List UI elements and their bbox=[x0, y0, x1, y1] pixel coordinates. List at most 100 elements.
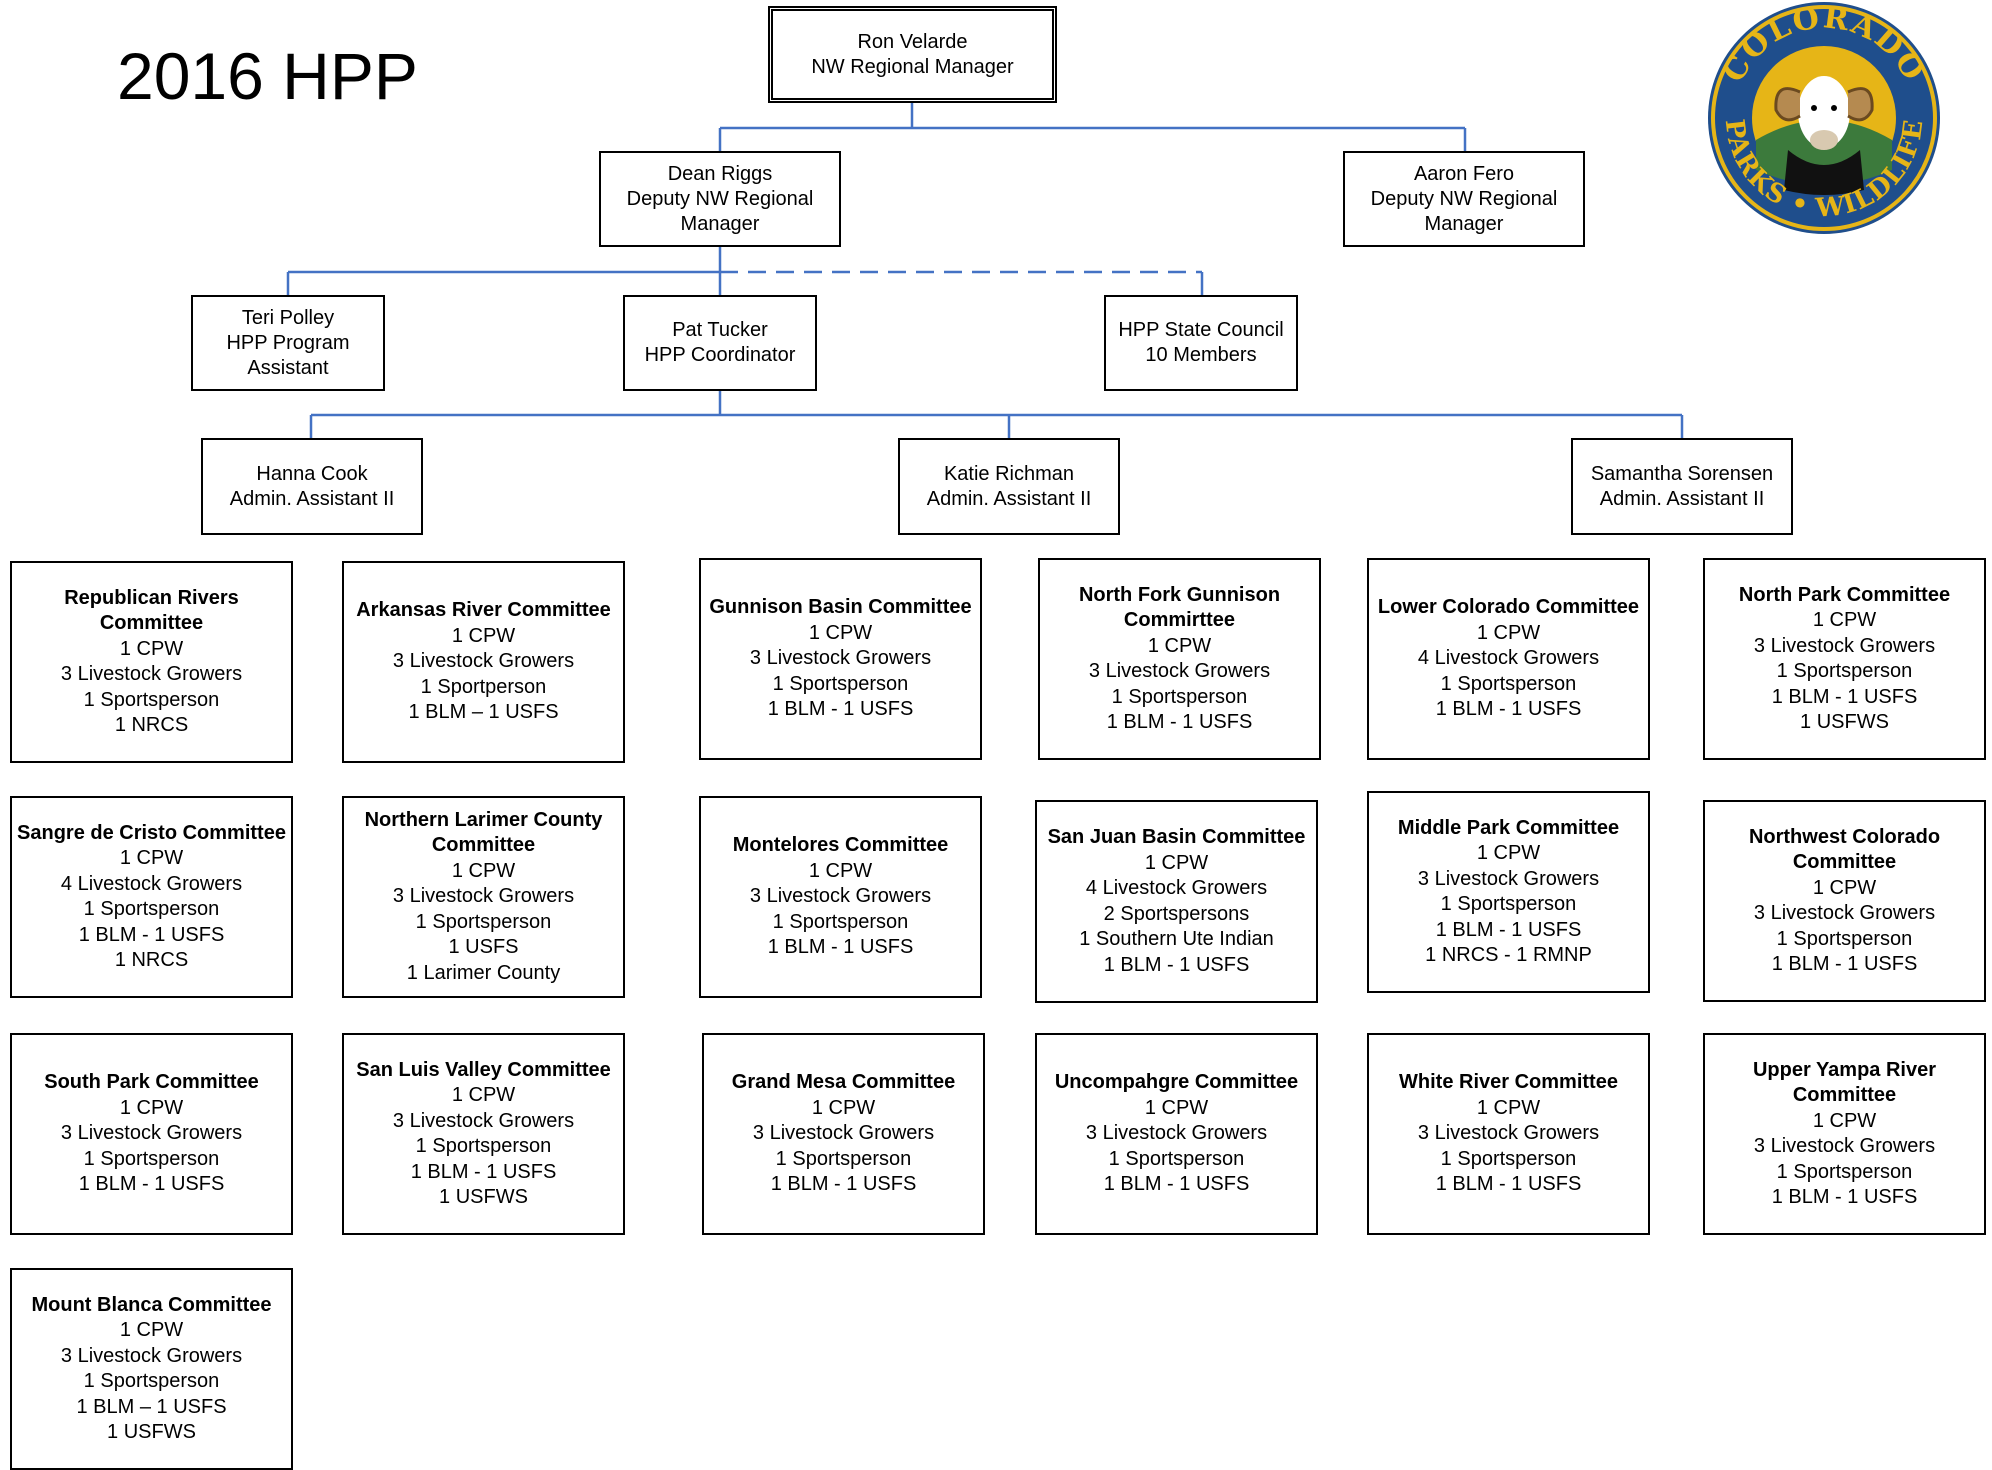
committee-name: Mount Blanca Committee bbox=[31, 1293, 272, 1316]
committee-member: 1 CPW bbox=[1812, 876, 1877, 899]
node-title: HPP Program bbox=[226, 331, 350, 354]
committee-member: 1 BLM - 1 USFS bbox=[770, 1173, 917, 1196]
node-title: Manager bbox=[1424, 212, 1504, 235]
node-name: Samantha Sorensen bbox=[1590, 462, 1774, 485]
committee-member: 1 CPW bbox=[1144, 851, 1209, 874]
node-name: Teri Polley bbox=[241, 306, 335, 329]
node-title: Deputy NW Regional bbox=[1370, 187, 1558, 210]
committee-name: Uncompahgre Committee bbox=[1054, 1071, 1299, 1094]
committee-member: 1 USFWS bbox=[107, 1421, 196, 1443]
committee-member: 1 BLM - 1 USFS bbox=[767, 936, 914, 959]
committee-member: 1 Sportsperson bbox=[1111, 685, 1248, 708]
committee-name: Grand Mesa Committee bbox=[731, 1071, 956, 1094]
committee-member: 3 Livestock Growers bbox=[1753, 902, 1936, 924]
colorado-parks-wildlife-logo: COLORADO PARKS • WILDLIFE bbox=[1708, 0, 1940, 234]
committee-member: 1 CPW bbox=[119, 637, 184, 660]
committee-member: 1 Sportperson bbox=[420, 675, 547, 698]
committee-member: 1 Sportsperson bbox=[83, 688, 220, 711]
committee-name: San Luis Valley Committee bbox=[356, 1058, 611, 1081]
committee-member: 1 CPW bbox=[1147, 634, 1212, 657]
committee-member: 3 Livestock Growers bbox=[749, 885, 932, 908]
node-name: Ron Velarde bbox=[857, 30, 968, 53]
committee-member: 1 BLM - 1 USFS bbox=[78, 1173, 225, 1196]
committee-box: San Luis Valley Committee 1 CPW 3 Livestoc… bbox=[342, 1033, 625, 1235]
committee-member: 3 Livestock Growers bbox=[1417, 867, 1600, 890]
committee-member: 1 CPW bbox=[1476, 621, 1541, 644]
committee-member: 1 CPW bbox=[1812, 609, 1877, 631]
committee-member: 1 BLM - 1 USFS bbox=[1771, 953, 1918, 975]
committee-member: 1 CPW bbox=[119, 1319, 184, 1341]
committee-member: 1 Sportsperson bbox=[772, 672, 909, 695]
committee-member: 3 Livestock Growers bbox=[752, 1122, 935, 1145]
committee-member: 1 CPW bbox=[1144, 1096, 1209, 1119]
committee-member: 1 Sportsperson bbox=[1776, 927, 1913, 950]
committee-name: Upper Yampa River Committee bbox=[1752, 1058, 1937, 1107]
committee-name: Northern Larimer County Committee bbox=[364, 808, 603, 857]
committee-member: 3 Livestock Growers bbox=[60, 1344, 243, 1367]
committee-member: 1 CPW bbox=[1812, 1109, 1877, 1132]
committee-member: 1 BLM - 1 USFS bbox=[1106, 711, 1253, 733]
committee-member: 4 Livestock Growers bbox=[60, 872, 243, 895]
committee-member: 1 BLM - 1 USFS bbox=[410, 1160, 557, 1183]
committee-member: 1 BLM - 1 USFS bbox=[1435, 918, 1582, 941]
committee-name: Middle Park Committee bbox=[1397, 816, 1620, 839]
committee-member: 1 Larimer County bbox=[406, 961, 561, 984]
committee-member: 3 Livestock Growers bbox=[60, 1122, 243, 1145]
committee-member: 1 USFS bbox=[448, 936, 519, 959]
committee-member: 1 BLM – 1 USFS bbox=[408, 701, 559, 724]
committee-member: 1 CPW bbox=[451, 1084, 516, 1106]
node-title: Assistant bbox=[247, 356, 329, 379]
committee-member: 1 Sportsperson bbox=[1440, 893, 1577, 915]
committee-member: 1 Sportsperson bbox=[1108, 1147, 1245, 1170]
committee-member: 1 CPW bbox=[811, 1096, 876, 1119]
committee-name: North Fork Gunnison Commirttee bbox=[1078, 583, 1281, 632]
committee-member: 1 NRCS bbox=[114, 949, 189, 971]
committee-member: 1 BLM - 1 USFS bbox=[78, 923, 225, 946]
node-name: Pat Tucker bbox=[672, 319, 768, 341]
node-name: Katie Richman bbox=[943, 462, 1075, 485]
node-title: Admin. Assistant II bbox=[1599, 487, 1765, 510]
committee-member: 1 CPW bbox=[451, 859, 516, 882]
committee-name: White River Committee bbox=[1399, 1071, 1618, 1094]
committee-member: 2 Sportspersons bbox=[1103, 902, 1250, 925]
committee-member: 1 Sportsperson bbox=[83, 1370, 220, 1392]
committee-member: 1 Sportsperson bbox=[1776, 1160, 1913, 1183]
committee-member: 1 Sportsperson bbox=[1776, 660, 1913, 682]
committee-member: 3 Livestock Growers bbox=[392, 1109, 575, 1132]
committee-member: 3 Livestock Growers bbox=[1088, 660, 1271, 682]
committee-member: 1 CPW bbox=[119, 1096, 184, 1119]
committee-member: 1 Sportsperson bbox=[1440, 1147, 1577, 1170]
committee-member: 1 BLM - 1 USFS bbox=[1435, 1173, 1582, 1196]
node-title: 10 Members bbox=[1145, 344, 1257, 366]
committee-member: 1 Sportsperson bbox=[772, 910, 909, 933]
org-node-teri-polley: Teri Polley HPP Program Assistant bbox=[191, 295, 385, 391]
committee-name: Gunnison Basin Committee bbox=[709, 596, 972, 619]
org-node-katie-richman: Katie Richman Admin. Assistant II bbox=[898, 438, 1120, 535]
node-title: Manager bbox=[680, 212, 760, 235]
committee-member: 3 Livestock Growers bbox=[392, 650, 575, 673]
committee-member: 3 Livestock Growers bbox=[1085, 1122, 1268, 1145]
committee-member: 1 Sportsperson bbox=[1440, 672, 1577, 695]
committee-name: Arkansas River Committee bbox=[356, 599, 611, 622]
committee-member: 1 CPW bbox=[1476, 842, 1541, 864]
committee-member: 1 Sportsperson bbox=[415, 1135, 552, 1157]
committee-member: 1 CPW bbox=[119, 847, 184, 869]
org-node-hanna-cook: Hanna Cook Admin. Assistant II bbox=[201, 438, 423, 535]
org-node-hpp-state-council: HPP State Council 10 Members bbox=[1104, 295, 1298, 391]
node-title: Admin. Assistant II bbox=[229, 487, 395, 510]
node-title: Admin. Assistant II bbox=[926, 487, 1092, 510]
committee-name: Lower Colorado Committee bbox=[1377, 596, 1640, 619]
committee-name: North Park Committee bbox=[1738, 583, 1951, 606]
committee-member: 4 Livestock Growers bbox=[1417, 647, 1600, 670]
committee-member: 1 Sportsperson bbox=[775, 1147, 912, 1170]
node-title: NW Regional Manager bbox=[811, 55, 1014, 78]
